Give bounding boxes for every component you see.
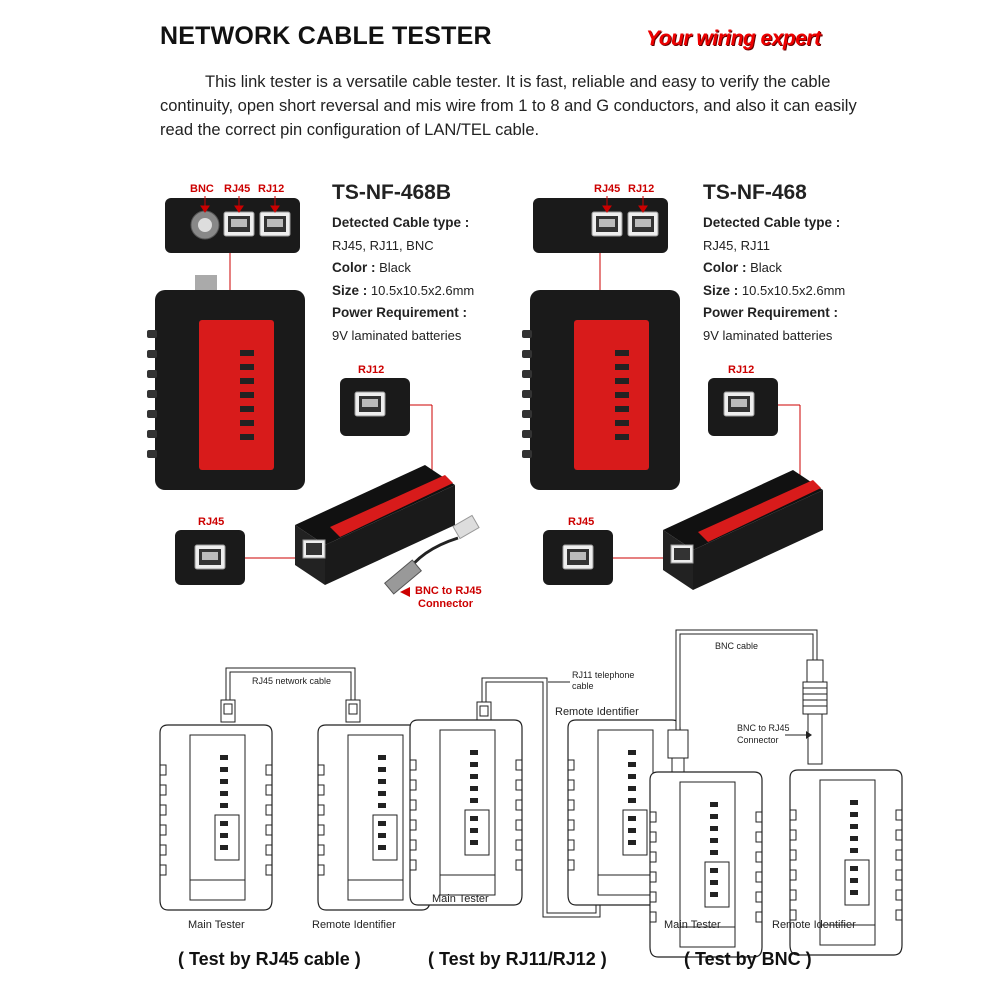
model-name: TS-NF-468 [703,181,807,204]
model-name: TS-NF-468B [332,181,452,204]
color-value: Black [379,260,411,275]
caption-rj11: ( Test by RJ11/RJ12 ) [428,949,607,969]
tagline: Your wiring expert [646,27,821,50]
color-label: Color : [332,260,376,275]
size-value: 10.5x10.5x2.6mm [741,282,846,298]
port-label-rj12: RJ12 [628,183,654,195]
right-port-closeup [533,198,668,253]
port-label-rj12: RJ12 [258,183,284,195]
rj12-callout: RJ12 [358,364,384,376]
port-label-rj45: RJ45 [594,183,620,195]
power-value: 9V laminated batteries [332,327,462,343]
size-label: Size : [703,282,739,298]
power-value: 9V laminated batteries [703,327,833,343]
color-row: Color : Black [703,257,845,280]
color-value: Black [750,260,782,275]
rj45-cable-label: RJ45 network cable [252,676,331,686]
port-label-bnc: BNC [190,183,214,195]
remote-identifier-label: Remote Identifier [772,919,856,931]
spec-block-left: TS-NF-468B Detected Cable type : RJ45, R… [332,180,474,347]
rj45-callout: RJ45 [568,516,594,528]
bnc-connector-label-1: BNC to RJ45 [737,723,790,733]
power-label: Power Requirement : [703,305,839,320]
detected-label: Detected Cable type : [703,215,841,230]
size-label: Size : [332,282,368,298]
wiring-diagrams: RJ45 network cable Main Tester Remote Id… [159,629,903,969]
rj45-callout: RJ45 [198,516,224,528]
spec-block-right: TS-NF-468 Detected Cable type : RJ45, RJ… [703,180,845,347]
caption-rj45: ( Test by RJ45 cable ) [178,949,361,969]
color-row: Color : Black [332,257,474,280]
bnc-cable-label: BNC cable [715,641,758,651]
left-rj12-closeup [340,378,410,436]
intro-text: This link tester is a versatile cable te… [160,70,860,142]
left-main-tester [147,275,305,490]
left-rj45-closeup [175,530,245,585]
detected-value: RJ45, RJ11 [703,237,770,253]
bnc-to-rj45-connector [384,514,480,595]
page-title: NETWORK CABLE TESTER [160,22,492,50]
left-port-closeup [165,198,300,253]
remote-identifier-label: Remote Identifier [312,919,396,931]
right-rj12-closeup [708,378,778,436]
caption-bnc: ( Test by BNC ) [684,949,812,969]
rj11-cable-label-1: RJ11 telephone [572,670,634,680]
bnc-connector-label-1: BNC to RJ45 [415,585,482,597]
rj12-callout: RJ12 [728,364,754,376]
diagram-rj45 [159,667,431,911]
main-tester-label: Main Tester [432,893,489,905]
size-value: 10.5x10.5x2.6mm [370,282,475,298]
port-label-rj45: RJ45 [224,183,250,195]
power-label: Power Requirement : [332,305,468,320]
diagram-rj11 [409,677,681,918]
remote-identifier-label: Remote Identifier [555,706,639,718]
bnc-connector-label-2: Connector [737,735,779,745]
rj11-cable-label-2: cable [572,681,594,691]
detected-value: RJ45, RJ11, BNC [332,237,434,253]
bnc-connector-label-2: Connector [418,598,474,610]
color-label: Color : [703,260,747,275]
right-rj45-closeup [543,530,613,585]
detected-label: Detected Cable type : [332,215,470,230]
main-tester-drawing [159,724,273,911]
diagram-bnc [649,629,903,958]
right-remote-identifier [662,469,824,591]
size-row: Size : 10.5x10.5x2.6mm [703,280,845,303]
main-tester-drawing [409,719,523,906]
main-tester-label: Main Tester [188,919,245,931]
right-main-tester [522,290,680,490]
left-remote-identifier [294,464,456,586]
main-tester-label: Main Tester [664,919,721,931]
intro-paragraph: This link tester is a versatile cable te… [160,73,857,139]
product-illustrations: BNC RJ45 RJ12 RJ12 RJ45 BNC to RJ45 Conn… [147,183,824,610]
size-row: Size : 10.5x10.5x2.6mm [332,280,474,303]
